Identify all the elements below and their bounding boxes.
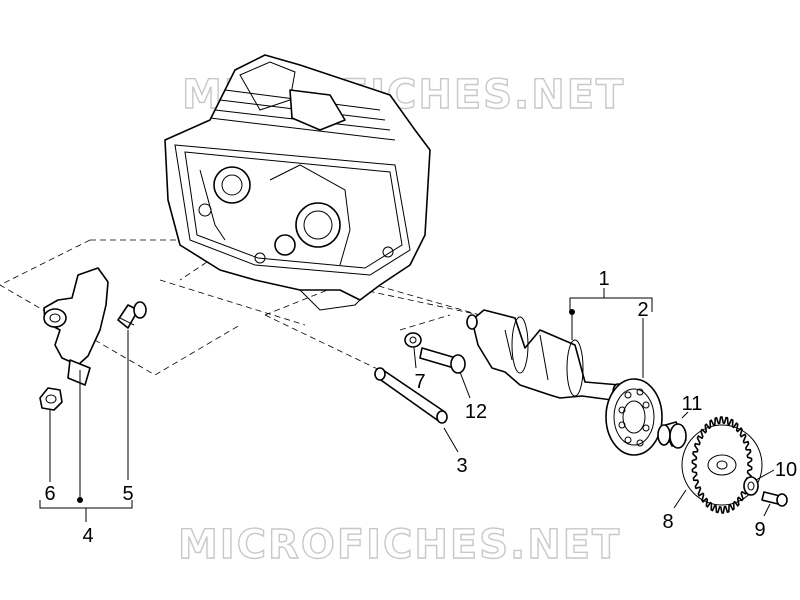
- bracket-1: [569, 297, 653, 312]
- callout-2: 2: [637, 299, 648, 321]
- adjusting-screw: [117, 301, 147, 329]
- guide-washer: [399, 314, 451, 331]
- callout-8: 8: [662, 511, 673, 533]
- leader-10: [755, 469, 775, 481]
- callout-12: 12: [465, 401, 487, 423]
- callout-5: 5: [122, 483, 133, 505]
- leader-9: [763, 503, 771, 517]
- leader-11: [681, 411, 689, 419]
- callout-1: 1: [598, 268, 609, 290]
- guide-rocker-lower: [159, 279, 306, 326]
- sprocket-bolt: [761, 491, 788, 507]
- rocker-shaft: [374, 367, 448, 424]
- dot-4: [77, 497, 83, 503]
- leader-lines: [39, 288, 775, 522]
- sprocket-washer: [743, 476, 759, 496]
- cam-sprocket: [681, 416, 763, 514]
- leader-3: [443, 427, 459, 453]
- callout-3: 3: [456, 455, 467, 477]
- leader-8: [673, 489, 687, 509]
- callout-7: 7: [414, 371, 425, 393]
- callout-6: 6: [44, 483, 55, 505]
- callout-10: 10: [775, 459, 797, 481]
- leader-7: [413, 347, 417, 369]
- guide-shaft-bottom: [264, 314, 391, 376]
- washer: [404, 332, 422, 348]
- dot-1: [569, 309, 575, 315]
- rocker-arm: [43, 267, 109, 386]
- callout-9: 9: [754, 519, 765, 541]
- cylinder-head: [164, 54, 431, 311]
- lock-nut: [39, 387, 63, 411]
- ball-bearing: [605, 378, 663, 456]
- watermark-bottom: MICROFICHES.NET: [178, 522, 621, 568]
- bolt: [419, 347, 466, 374]
- camshaft: [466, 309, 624, 401]
- callout-11: 11: [682, 393, 703, 415]
- callout-4: 4: [82, 525, 93, 547]
- callout-labels: 1 2 3 4 5 6 7 8 9 10 11 12: [44, 268, 797, 547]
- leader-12: [459, 371, 471, 399]
- spacer-bushing: [657, 421, 687, 449]
